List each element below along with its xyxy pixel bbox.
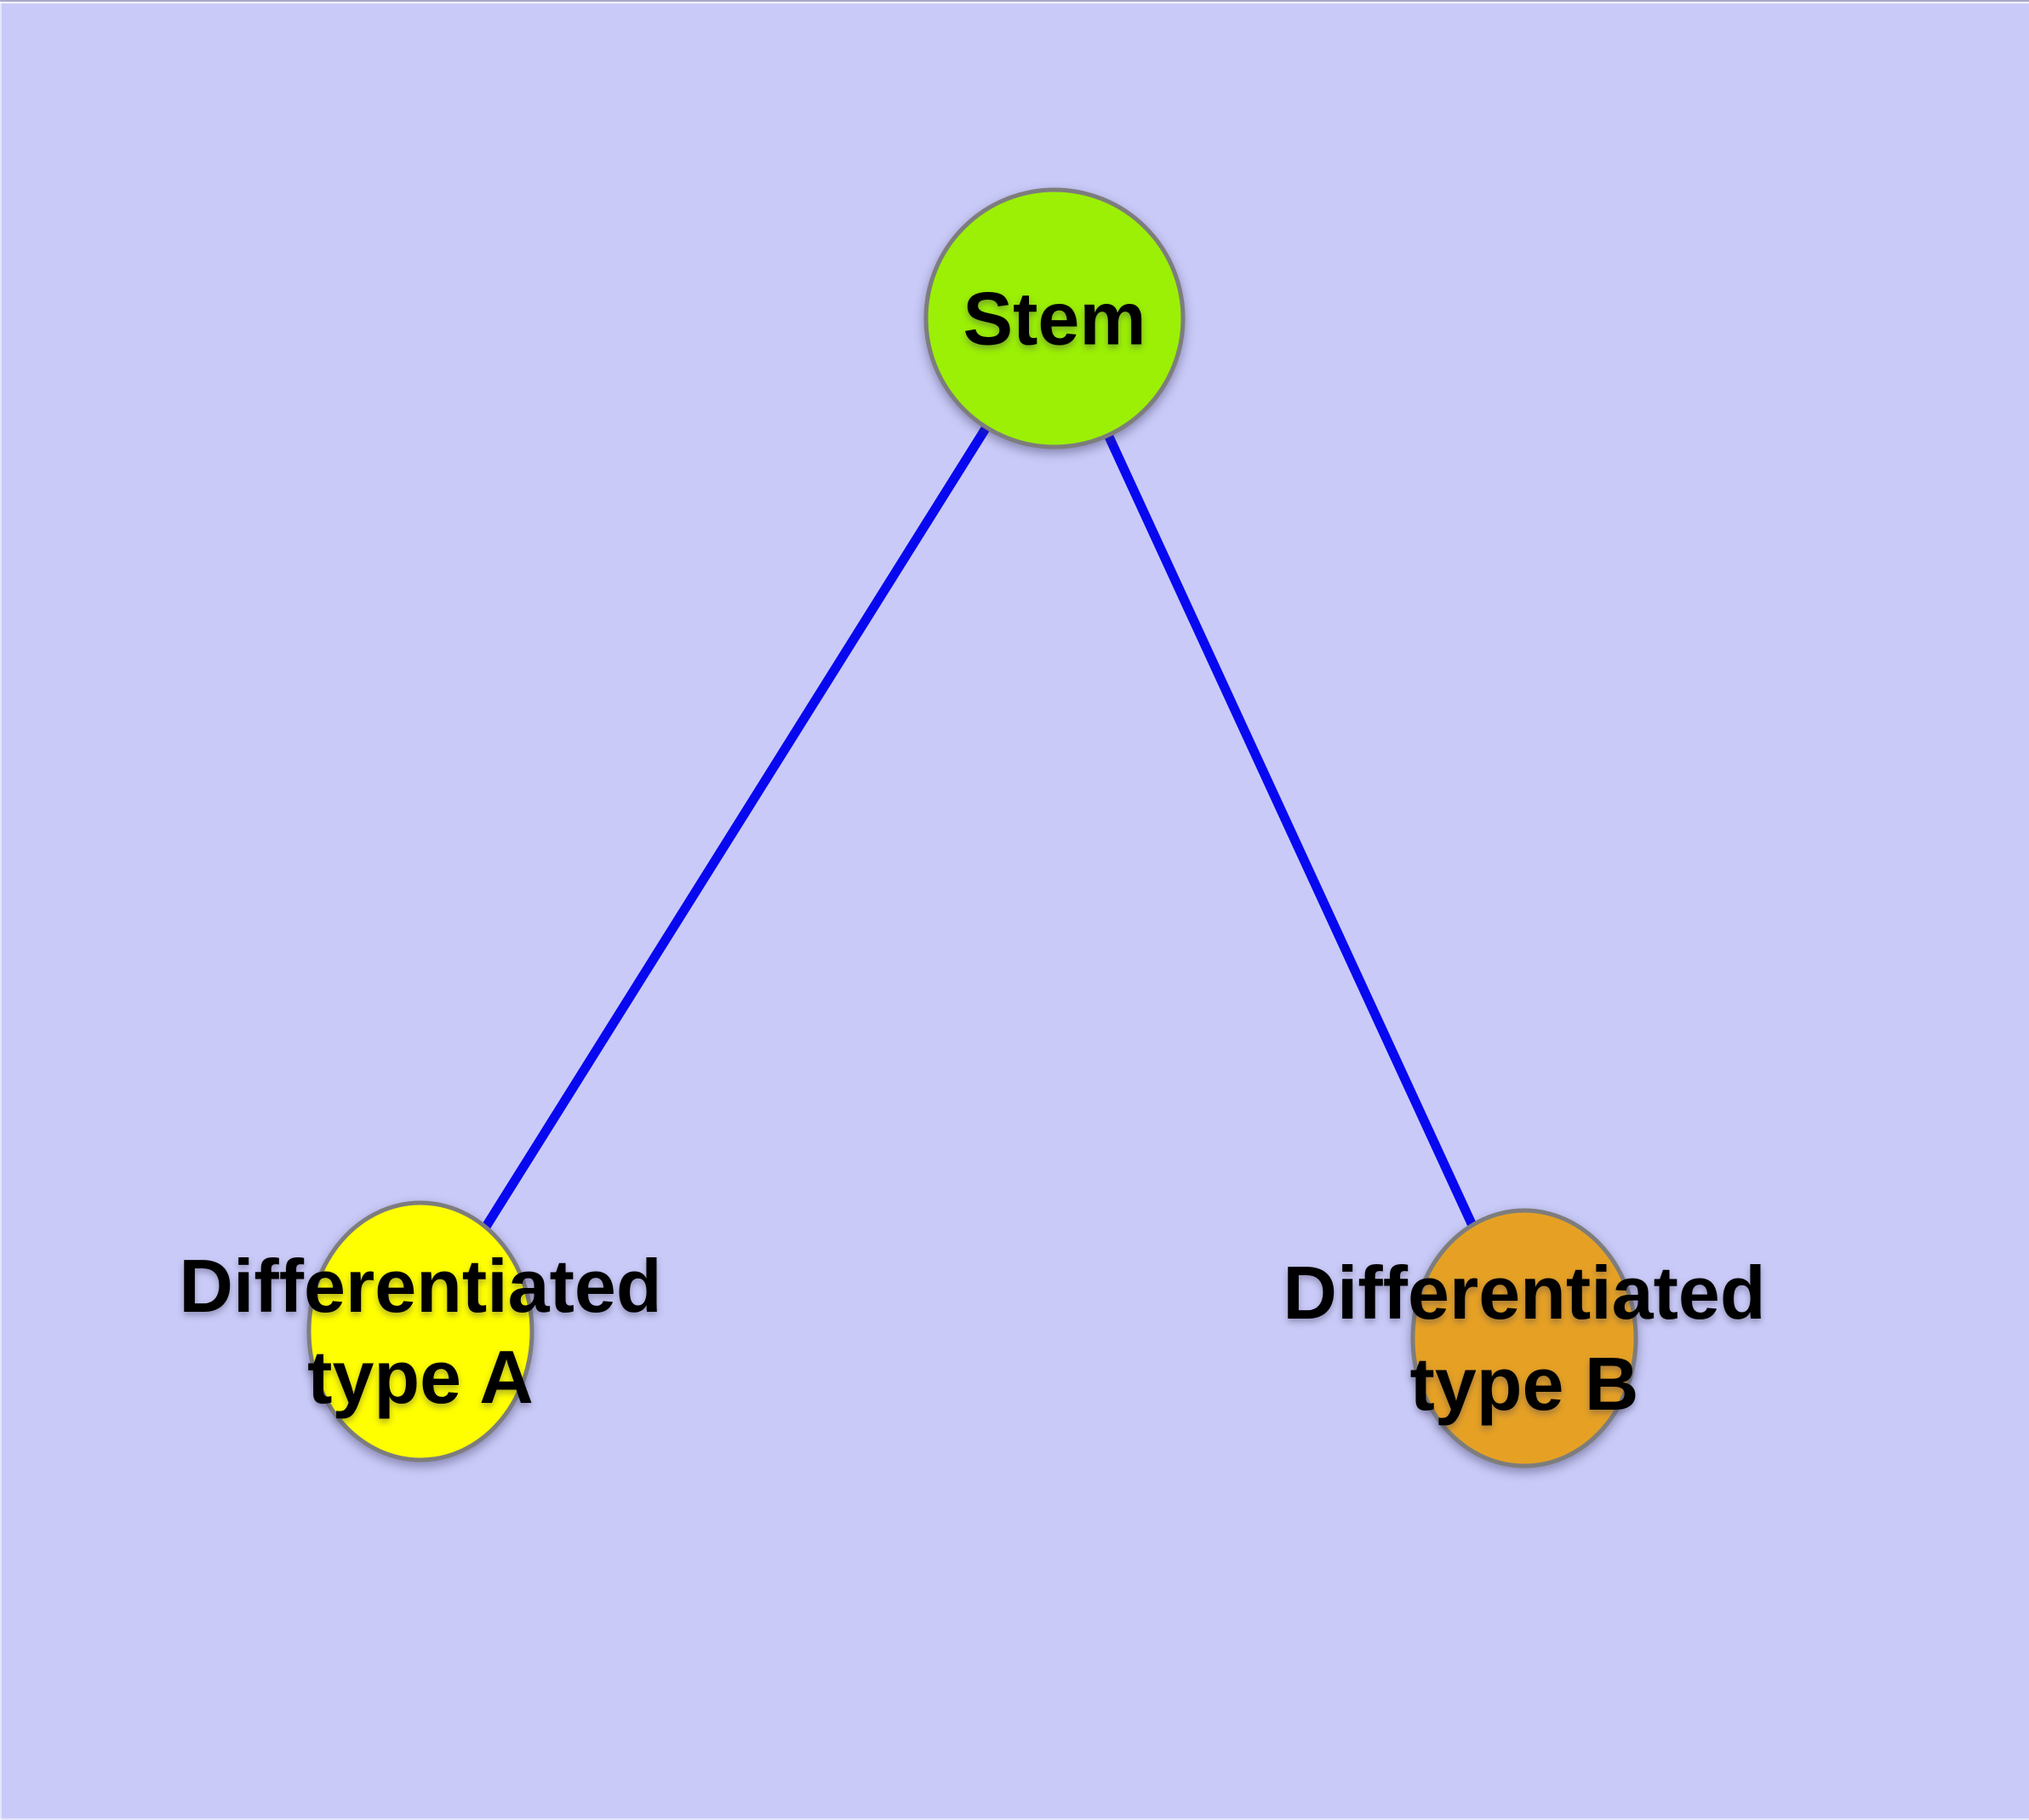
node-stem-circle[interactable]: [923, 187, 1186, 449]
edges-layer: [416, 316, 1529, 1341]
node-stem[interactable]: Stem: [923, 187, 1186, 449]
edge-stem-to-differentiated-type-a[interactable]: [416, 316, 1059, 1334]
node-differentiated-type-a-circle[interactable]: [306, 1200, 534, 1462]
edge-stem-to-differentiated-type-b[interactable]: [1050, 316, 1529, 1341]
node-differentiated-type-b-circle[interactable]: [1410, 1208, 1638, 1468]
node-stem-label: Stem: [963, 277, 1146, 361]
